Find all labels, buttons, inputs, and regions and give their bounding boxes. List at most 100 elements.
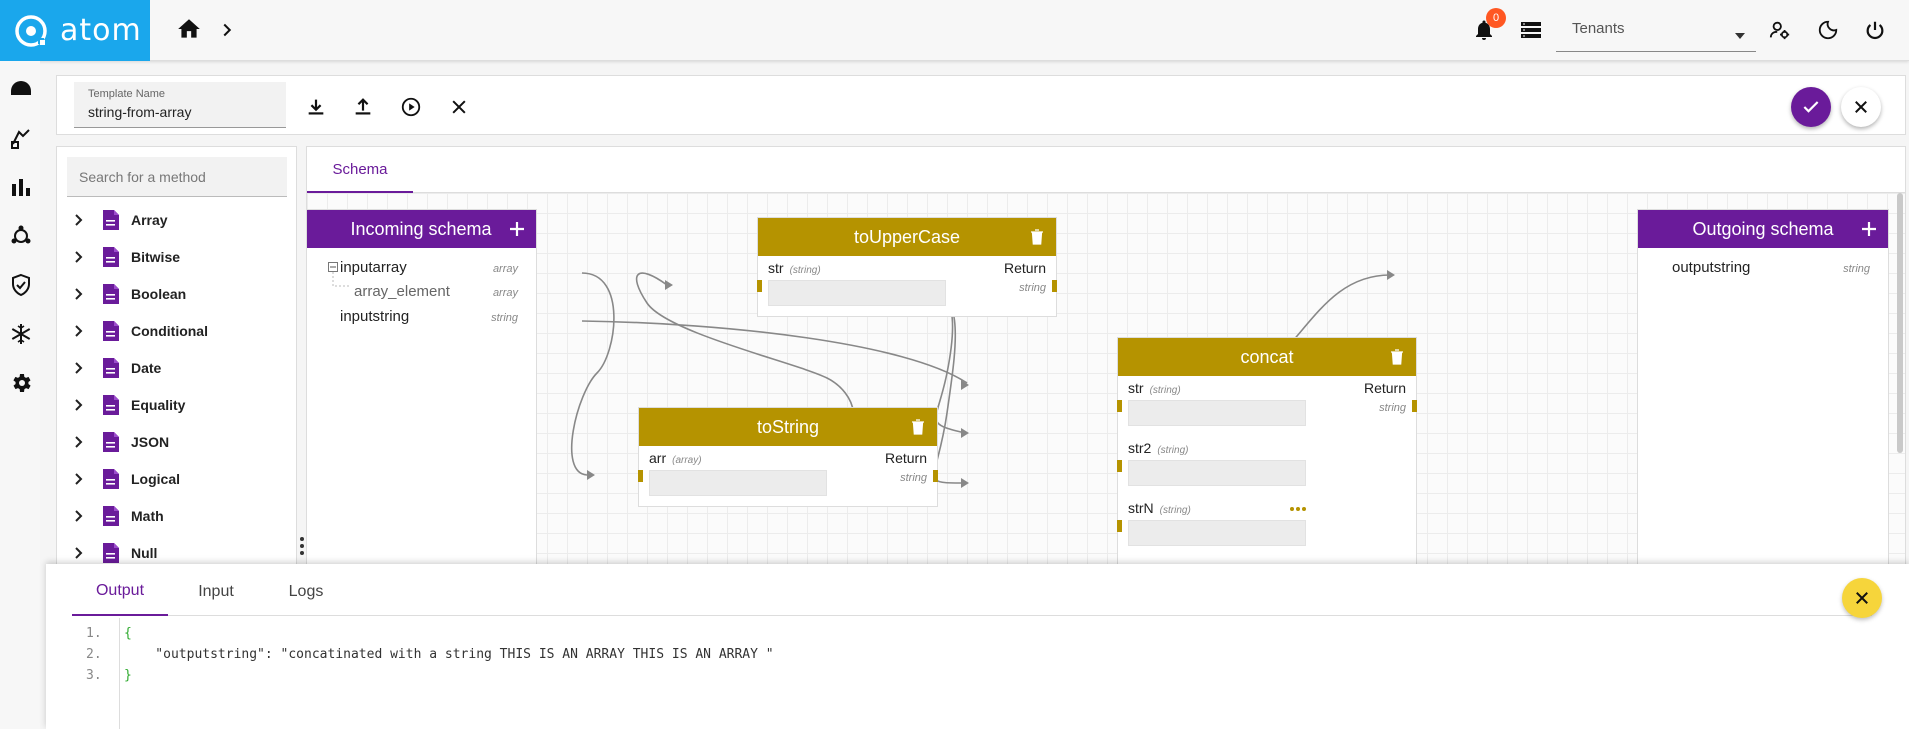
method-search-input[interactable] xyxy=(79,169,279,185)
outgoing-schema-title: Outgoing schema xyxy=(1692,218,1834,239)
incoming-schema-node[interactable]: Incoming schema inputarray array array_e… xyxy=(307,209,537,565)
to-upper-case-header: toUpperCase xyxy=(758,218,1056,256)
bell-icon[interactable] xyxy=(1470,16,1498,44)
concat-node[interactable]: concat Return string str(string) str2(st… xyxy=(1117,337,1417,565)
code-line: } xyxy=(124,668,132,683)
tenants-select[interactable]: Tenants xyxy=(1556,12,1756,52)
input-pin[interactable] xyxy=(638,470,643,482)
canvas-scrollbar[interactable] xyxy=(1897,193,1903,453)
template-name-label: Template Name xyxy=(88,88,166,100)
cancel-button[interactable] xyxy=(1841,87,1881,127)
method-item-equality[interactable]: Equality xyxy=(71,392,185,418)
output-pin[interactable] xyxy=(933,470,938,482)
flow-canvas[interactable]: Incoming schema inputarray array array_e… xyxy=(307,193,1905,565)
collapse-icon[interactable] xyxy=(328,262,338,272)
field-type: string xyxy=(491,312,518,324)
wire-arrow-4 xyxy=(961,428,969,438)
method-item-null[interactable]: Null xyxy=(71,540,157,565)
input-pin[interactable] xyxy=(1117,400,1122,412)
chevron-right-icon xyxy=(75,214,83,226)
atom-logo-icon xyxy=(15,14,47,47)
code-line: "outputstring": "concatinated with a str… xyxy=(124,647,774,662)
method-item-json[interactable]: JSON xyxy=(71,429,169,455)
dashboard-icon[interactable] xyxy=(8,76,34,102)
outgoing-schema-node[interactable]: Outgoing schema outputstring string xyxy=(1637,209,1889,565)
power-icon[interactable] xyxy=(1861,16,1889,44)
chevron-right-icon xyxy=(75,362,83,374)
wire-inputstring-concat xyxy=(581,320,968,384)
param-str2-input[interactable] xyxy=(1128,460,1306,486)
method-item-boolean[interactable]: Boolean xyxy=(71,281,186,307)
output-code-view[interactable]: 1. 2. 3. { "outputstring": "concatinated… xyxy=(72,618,1872,729)
to-upper-case-node[interactable]: toUpperCase str(string) Return string xyxy=(757,217,1057,317)
chevron-right-icon xyxy=(75,251,83,263)
shield-icon[interactable] xyxy=(8,272,34,298)
param-str: str(string) xyxy=(1128,380,1181,396)
home-icon[interactable] xyxy=(176,16,204,44)
upload-icon[interactable] xyxy=(350,94,376,120)
line-number: 2. xyxy=(86,647,102,662)
settings-icon[interactable] xyxy=(8,370,34,396)
tab-input[interactable]: Input xyxy=(198,583,234,600)
input-pin[interactable] xyxy=(1117,520,1122,532)
play-icon[interactable] xyxy=(398,94,424,120)
tab-logs[interactable]: Logs xyxy=(288,583,324,600)
notification-badge: 0 xyxy=(1486,8,1506,28)
return-type: string xyxy=(900,472,927,484)
to-string-node[interactable]: toString arr(array) Return string xyxy=(638,407,938,507)
nav-rail xyxy=(0,61,40,729)
method-item-logical[interactable]: Logical xyxy=(71,466,180,492)
download-icon[interactable] xyxy=(303,94,329,120)
trash-icon[interactable] xyxy=(909,418,927,436)
user-settings-icon[interactable] xyxy=(1766,16,1794,44)
tree-connector xyxy=(332,272,350,287)
panel-resize-handle[interactable] xyxy=(299,536,305,556)
field-outputstring: outputstring xyxy=(1672,259,1751,276)
output-pin[interactable] xyxy=(1052,280,1057,292)
wire-arrow-5 xyxy=(961,478,969,488)
save-button[interactable] xyxy=(1791,87,1831,127)
template-name-field[interactable]: Template Name xyxy=(74,82,286,128)
param-arr-input[interactable] xyxy=(649,470,827,496)
param-str-input[interactable] xyxy=(768,280,946,306)
method-item-date[interactable]: Date xyxy=(71,355,161,381)
method-item-conditional[interactable]: Conditional xyxy=(71,318,208,344)
dropdown-arrow-icon xyxy=(1735,33,1745,39)
output-tabs: Output Input Logs xyxy=(72,568,1872,616)
param-str-input[interactable] xyxy=(1128,400,1306,426)
tab-schema[interactable]: Schema xyxy=(307,147,413,193)
method-search[interactable] xyxy=(67,157,287,197)
input-pin[interactable] xyxy=(757,280,762,292)
method-item-math[interactable]: Math xyxy=(71,503,164,529)
trash-icon[interactable] xyxy=(1388,348,1406,366)
field-type: array xyxy=(492,287,518,299)
method-item-array[interactable]: Array xyxy=(71,207,168,233)
trash-icon[interactable] xyxy=(1028,228,1046,246)
add-icon[interactable] xyxy=(1860,220,1878,238)
input-pin[interactable] xyxy=(1117,460,1122,472)
schema-panel: Schema Incoming xyxy=(306,146,1906,566)
logo-text: atom xyxy=(60,13,142,48)
document-icon xyxy=(103,506,119,526)
app-logo[interactable]: atom xyxy=(0,0,150,61)
snowflake-icon[interactable] xyxy=(8,321,34,347)
method-item-label: Date xyxy=(131,360,162,376)
template-name-input[interactable] xyxy=(88,104,278,120)
tab-output[interactable]: Output xyxy=(72,568,168,616)
storage-icon[interactable] xyxy=(1517,16,1545,44)
flows-icon[interactable] xyxy=(8,125,34,151)
line-number: 1. xyxy=(86,626,102,641)
method-item-bitwise[interactable]: Bitwise xyxy=(71,244,180,270)
method-item-label: Logical xyxy=(131,471,181,487)
close-icon[interactable] xyxy=(446,94,472,120)
bar-chart-icon[interactable] xyxy=(8,174,34,200)
close-icon xyxy=(1855,101,1867,113)
more-horiz-icon[interactable] xyxy=(1290,506,1306,512)
field-inputarray: inputarray xyxy=(340,259,407,276)
close-output-button[interactable] xyxy=(1842,578,1882,618)
add-icon[interactable] xyxy=(508,220,526,238)
output-pin[interactable] xyxy=(1412,400,1417,412)
dark-mode-icon[interactable] xyxy=(1814,16,1842,44)
graph-icon[interactable] xyxy=(8,223,34,249)
param-strN-input[interactable] xyxy=(1128,520,1306,546)
